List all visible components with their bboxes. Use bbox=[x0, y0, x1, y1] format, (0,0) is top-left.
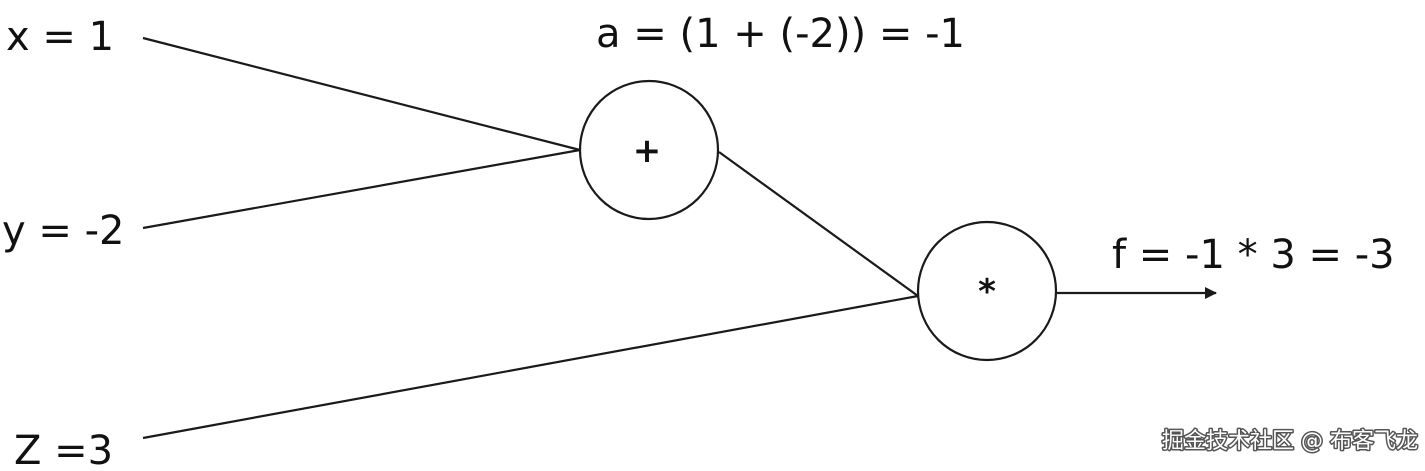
edge-add-to-multiply bbox=[718, 151, 919, 297]
edge-z-to-multiply bbox=[142, 294, 919, 440]
add-node-circle bbox=[578, 79, 720, 221]
add-node: + bbox=[578, 79, 720, 221]
multiply-node-circle bbox=[916, 220, 1058, 362]
add-result-label: a = (1 + (-2)) = -1 bbox=[596, 11, 965, 57]
input-z-label: Z =3 bbox=[14, 428, 113, 471]
add-operator: + bbox=[633, 131, 662, 171]
multiply-node: * bbox=[916, 220, 1058, 362]
watermark-text: 掘金技术社区 @ 布客飞龙 bbox=[1162, 429, 1418, 454]
multiply-result-label: f = -1 * 3 = -3 bbox=[1112, 232, 1395, 278]
input-x-label: x = 1 bbox=[6, 14, 114, 60]
edge-x-to-add bbox=[142, 36, 581, 152]
multiply-operator: * bbox=[978, 272, 996, 312]
edge-y-to-add bbox=[142, 148, 581, 230]
input-y-label: y = -2 bbox=[2, 208, 125, 254]
